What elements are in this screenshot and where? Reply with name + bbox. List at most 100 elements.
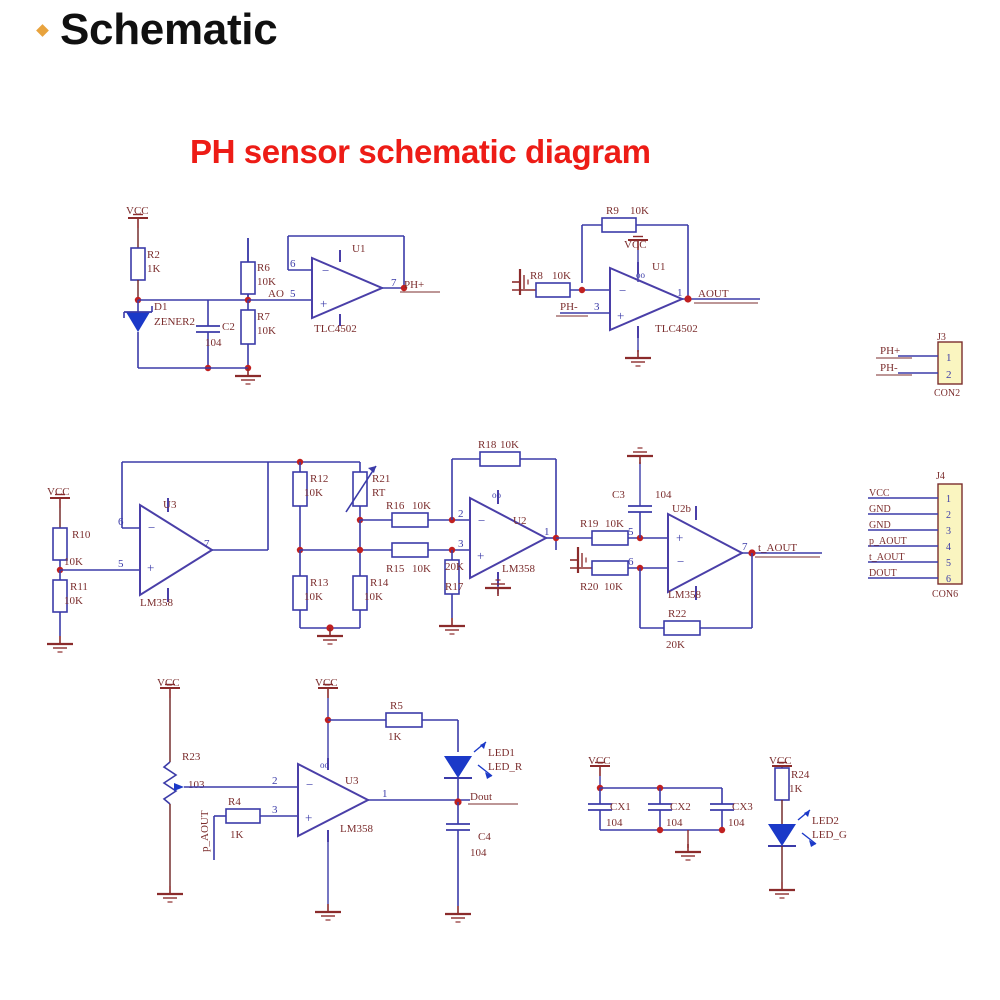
- connector-j3-pin-2: 2: [946, 369, 952, 381]
- opamp-inverting-symbol: −: [322, 263, 329, 278]
- label-r5-ref: R5: [390, 700, 403, 712]
- net-label-vcc: VCC: [769, 755, 792, 767]
- connector-j4-pin-2: 2: [946, 510, 951, 521]
- led-emission-arrow-icon: [480, 742, 486, 749]
- label-r2-ref: R2: [147, 249, 160, 261]
- junction-dot: [356, 546, 364, 554]
- net-label-t-aout: t_AOUT: [758, 542, 797, 554]
- pin-number-5: 5: [290, 288, 296, 300]
- component-u3b-opamp: [297, 762, 371, 838]
- label-led1-ref: LED1: [488, 747, 515, 759]
- label-r13-value: 10K: [304, 591, 323, 603]
- opamp-inverting-symbol: −: [478, 513, 485, 528]
- net-label-vcc: VCC: [126, 205, 149, 217]
- label-d1-value: ZENER2: [154, 316, 195, 328]
- label-r18-value: 10K: [500, 439, 519, 451]
- pin-number-1: 1: [677, 287, 683, 299]
- label-u2b-ref: U2b: [672, 503, 691, 515]
- label-r24-value: 1K: [789, 783, 803, 795]
- component-led2: [768, 824, 796, 846]
- pin-number-2: 2: [272, 775, 278, 787]
- label-r18-ref: R18: [478, 439, 497, 451]
- pin-number-6: 6: [290, 258, 296, 270]
- component-r24: [774, 767, 790, 801]
- component-u1b-opamp: [609, 266, 685, 332]
- label-led1-value: LED_R: [488, 761, 523, 773]
- label-cx3-value: 104: [728, 817, 745, 829]
- page-title: Schematic: [60, 5, 278, 54]
- label-c3-ref: C3: [612, 489, 625, 501]
- label-r16-value: 10K: [412, 500, 431, 512]
- label-c2-value: 104: [205, 337, 222, 349]
- supply-pin-label: oo: [320, 760, 330, 770]
- connector-j3-footprint: CON2: [934, 388, 960, 399]
- label-r12-value: 10K: [304, 487, 323, 499]
- label-r11-ref: R11: [70, 581, 88, 593]
- component-u2-opamp: [469, 496, 549, 580]
- connector-j4-pin-4: 4: [946, 542, 951, 553]
- opamp-noninverting-symbol: +: [617, 308, 624, 323]
- pin-number-5: 5: [118, 558, 124, 570]
- net-label-vcc: VCC: [624, 239, 647, 251]
- label-r23-value: 103: [188, 779, 205, 791]
- junction-dot: [718, 826, 726, 834]
- label-d1-ref: D1: [154, 301, 167, 313]
- component-r15: [391, 542, 429, 558]
- pin-number-1: 1: [544, 526, 550, 538]
- connector-j3-pin-1: 1: [946, 352, 952, 364]
- label-u1-ref: U1: [352, 243, 365, 255]
- net-label-ph-plus: PH+: [880, 345, 900, 357]
- pin-number-3: 3: [458, 538, 464, 550]
- label-r20-value: 10K: [604, 581, 623, 593]
- label-u2-ref: U2: [513, 515, 526, 527]
- component-r4: [225, 808, 261, 824]
- component-u3-opamp: [139, 503, 214, 597]
- component-d1-zener: [126, 312, 150, 332]
- net-label-p-aout: p_AOUT: [869, 536, 907, 547]
- label-r23-ref: R23: [182, 751, 201, 763]
- connector-j4: J4 CON6 1 2 3 4 5 6 VCC GND GND p_AOUT t…: [868, 471, 963, 600]
- net-label-vcc: VCC: [47, 486, 70, 498]
- connector-j4-pin-1: 1: [946, 494, 951, 505]
- label-r20-ref: R20: [580, 581, 599, 593]
- label-u1-value: TLC4502: [314, 323, 357, 335]
- opamp-noninverting-symbol: +: [320, 296, 327, 311]
- label-cx3-ref: CX3: [732, 801, 753, 813]
- net-label-dout: Dout: [470, 791, 492, 803]
- label-r21-ref: R21: [372, 473, 390, 485]
- label-u3-value: LM358: [140, 597, 174, 609]
- led-emission-arrow-icon: [804, 810, 810, 817]
- junction-dot: [578, 286, 586, 294]
- net-label-vcc: VCC: [588, 755, 611, 767]
- component-r7: [240, 309, 256, 345]
- connector-j3: J3 CON2 1 2 PH+ PH-: [876, 332, 963, 399]
- pin-number-7: 7: [391, 277, 397, 289]
- pin-number-6: 6: [118, 516, 124, 528]
- label-r14-value: 10K: [364, 591, 383, 603]
- circuit-ph-inverting: R9 10K R8 10K VCC oo − + U1: [510, 205, 760, 368]
- label-r7-ref: R7: [257, 311, 270, 323]
- connector-j4-body: [937, 483, 963, 585]
- connector-j4-pin-6: 6: [946, 574, 951, 585]
- label-c2-ref: C2: [222, 321, 235, 333]
- label-r7-value: 10K: [257, 325, 276, 337]
- label-c4-value: 104: [470, 847, 487, 859]
- component-r2: [130, 247, 146, 281]
- label-r19-value: 10K: [605, 518, 624, 530]
- label-u2b-value: LM358: [668, 589, 702, 601]
- label-cx2-value: 104: [666, 817, 683, 829]
- opamp-noninverting-symbol: +: [477, 548, 484, 563]
- circuit-power-led: VCC R24 1K LED2 LED_G: [767, 755, 847, 900]
- net-label-vcc: VCC: [315, 677, 338, 689]
- pin-number-2: 2: [458, 508, 464, 520]
- connector-j4-pin-3: 3: [946, 526, 951, 537]
- component-r21-thermistor: [352, 471, 368, 507]
- label-led2-value: LED_G: [812, 829, 847, 841]
- opamp-noninverting-symbol: +: [305, 810, 312, 825]
- net-label-gnd: GND: [869, 504, 891, 515]
- pin-number-7: 7: [742, 541, 748, 553]
- label-r11-value: 10K: [64, 595, 83, 607]
- circuit-comparator: VCC R23 103 2 R4 1K p_AOUT 3 VCC: [155, 677, 523, 924]
